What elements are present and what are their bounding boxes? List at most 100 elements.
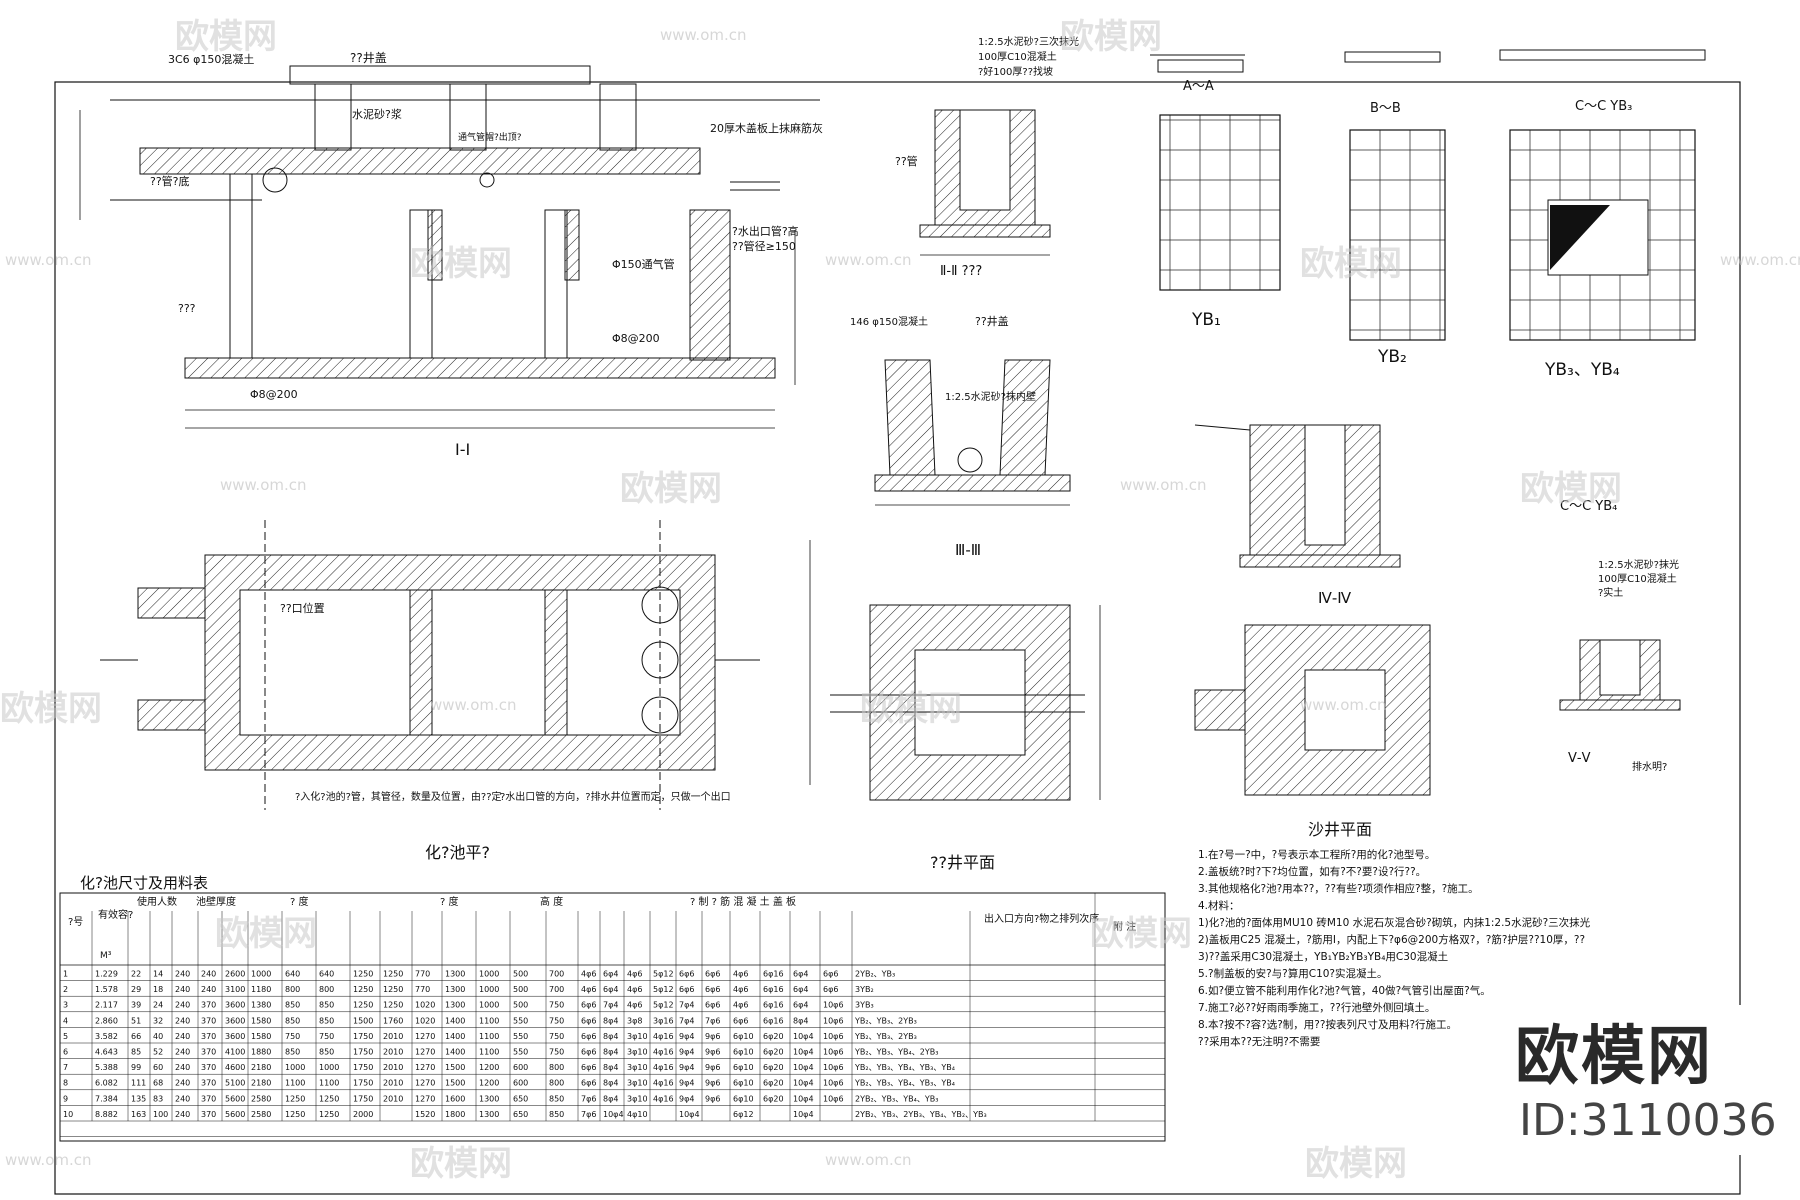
table-cell: 10φ6: [823, 1048, 844, 1057]
table-cell: 600: [513, 1079, 528, 1088]
table-cell: 750: [549, 1001, 564, 1010]
table-cell: 10φ6: [823, 1016, 844, 1025]
table-cell: 1270: [415, 1032, 435, 1041]
table-cell: 9φ4: [679, 1079, 694, 1088]
table-cell: 650: [513, 1094, 528, 1103]
table-cell: 6φ4: [793, 1001, 808, 1010]
table-cell: 240: [175, 1079, 190, 1088]
table-cell: 3φ8: [627, 1016, 642, 1025]
table-cell: 111: [131, 1079, 146, 1088]
table-cell: 1250: [285, 1110, 305, 1119]
table-cell: 1300: [445, 970, 465, 979]
label-manhole-cover-2: ??井盖: [975, 314, 1009, 328]
table-cell: 99: [131, 1063, 141, 1072]
table-cell: 770: [415, 985, 430, 994]
note-line: 3.其他规格化?池?用本??，??有些?项须作相应?整，?施工。: [1198, 882, 1479, 895]
table-cell: 240: [201, 970, 216, 979]
table-cell: 6φ4: [603, 985, 618, 994]
table-cell: 800: [285, 985, 300, 994]
table-cell: 5φ12: [653, 970, 674, 979]
table-cell: 5100: [225, 1079, 245, 1088]
label-soil-note-2: 146 φ150混凝土: [850, 315, 928, 328]
table-cell: 10φ4: [793, 1063, 814, 1072]
table-cell: 1000: [285, 1063, 305, 1072]
table-cell: 850: [319, 1001, 334, 1010]
table-cell: 1020: [415, 1016, 435, 1025]
watermark-layer: 欧模网 欧模网 欧模网 欧模网 欧模网 欧模网 欧模网 欧模网 欧模网 欧模网 …: [0, 17, 1800, 1184]
table-cell: 5600: [225, 1094, 245, 1103]
th-no: ?号: [68, 916, 83, 928]
watermark-text: 欧模网: [1300, 244, 1402, 284]
watermark-url: www.om.cn: [220, 476, 307, 494]
table-cell: 6φ20: [763, 1094, 784, 1103]
table-cell: 10φ4: [793, 1048, 814, 1057]
title-yb34: YB₃、YB₄: [1544, 360, 1620, 380]
table-cell: 240: [175, 985, 190, 994]
brand-logo-block: 欧模网 ID:3110036: [1515, 1005, 1785, 1155]
table-cell: 6φ4: [793, 985, 808, 994]
watermark-url: www.om.cn: [1120, 476, 1207, 494]
table-cell: 1.229: [95, 970, 118, 979]
table-cell: 3YB₂: [855, 985, 874, 994]
table-cell: 240: [175, 1016, 190, 1025]
table-cell: 750: [549, 1016, 564, 1025]
table-cell: 1750: [353, 1063, 373, 1072]
table-cell: 2.117: [95, 1001, 118, 1010]
table-cell: 240: [175, 1032, 190, 1041]
section-5-5: [1559, 639, 1681, 711]
table-cell: 1500: [445, 1079, 465, 1088]
table-cell: 10φ6: [823, 1032, 844, 1041]
label-mix4: 1:2.5水泥砂?抹光: [1598, 558, 1679, 571]
table-cell: 2180: [251, 1079, 271, 1088]
table-cell: 6φ6: [705, 985, 720, 994]
table-cell: 1580: [251, 1016, 271, 1025]
label-mix5: 100厚C10混凝土: [1598, 572, 1677, 585]
note-line: 3)??盖采用C30混凝土，YB₁YB₂YB₃YB₄用C30混凝土: [1198, 950, 1448, 963]
table-cell: 2YB₂、YB₃、2YB₃、YB₄、YB₂、YB₃: [855, 1110, 987, 1119]
title-cc4: C～C YB₄: [1560, 499, 1617, 514]
watermark-url: www.om.cn: [660, 26, 747, 44]
table-cell: 8φ4: [603, 1032, 618, 1041]
watermark-text: 欧模网: [175, 17, 277, 57]
notes-block: 1.在?号一?中，?号表示本工程所?用的化?池型号。2.盖板统?时?下?均位置，…: [1198, 848, 1591, 1048]
table-headers: ?号 有效容? M³ 使用人数 池壁厚度 ? 度 ? 度 高 度 ? 制 ? 筋…: [68, 895, 1136, 961]
table-cell: 750: [549, 1032, 564, 1041]
table-cell: 240: [201, 985, 216, 994]
table-cell: 6φ6: [705, 1001, 720, 1010]
table-cell: 4φ6: [733, 1001, 748, 1010]
table-cell: 6φ6: [581, 1079, 596, 1088]
table-cell: 66: [131, 1032, 141, 1041]
title-section-4-4: Ⅳ-Ⅳ: [1318, 589, 1351, 607]
table-cell: 1580: [251, 1032, 271, 1041]
table-cell: 10φ6: [823, 1094, 844, 1103]
table-cell: 3600: [225, 1032, 245, 1041]
table-cell: 10φ6: [823, 1001, 844, 1010]
table-cell: 10φ6: [823, 1063, 844, 1072]
table-cell: 1250: [285, 1094, 305, 1103]
table-cell: 1200: [479, 1063, 499, 1072]
table-cell: 85: [131, 1048, 141, 1057]
table-cell: 500: [513, 970, 528, 979]
watermark-text: 欧模网: [1090, 914, 1192, 954]
table-cell: 8φ4: [603, 1016, 618, 1025]
table-cell: 2YB₂、YB₃、YB₄、YB₃: [855, 1094, 938, 1103]
table-cell: YB₂、YB₃、2YB₃: [854, 1016, 917, 1025]
brand-logo: 欧模网: [1515, 1020, 1713, 1094]
title-aa: A～A: [1183, 79, 1214, 94]
yb1-plate: [1150, 54, 1281, 291]
table-cell: 51: [131, 1016, 141, 1025]
watermark-url: www.om.cn: [5, 1151, 92, 1169]
table-cell: 2580: [251, 1110, 271, 1119]
note-line: 1)化?池的?面体用MU10 砖M10 水泥石灰混合砂?砌筑，内抹1:2.5水泥…: [1198, 916, 1591, 929]
table-cell: 850: [285, 1048, 300, 1057]
table-cell: 68: [153, 1079, 163, 1088]
table-cell: 6φ6: [733, 1016, 748, 1025]
table-cell: 850: [549, 1094, 564, 1103]
table-cell: 9φ4: [679, 1094, 694, 1103]
table-cell: 4φ6: [627, 1001, 642, 1010]
